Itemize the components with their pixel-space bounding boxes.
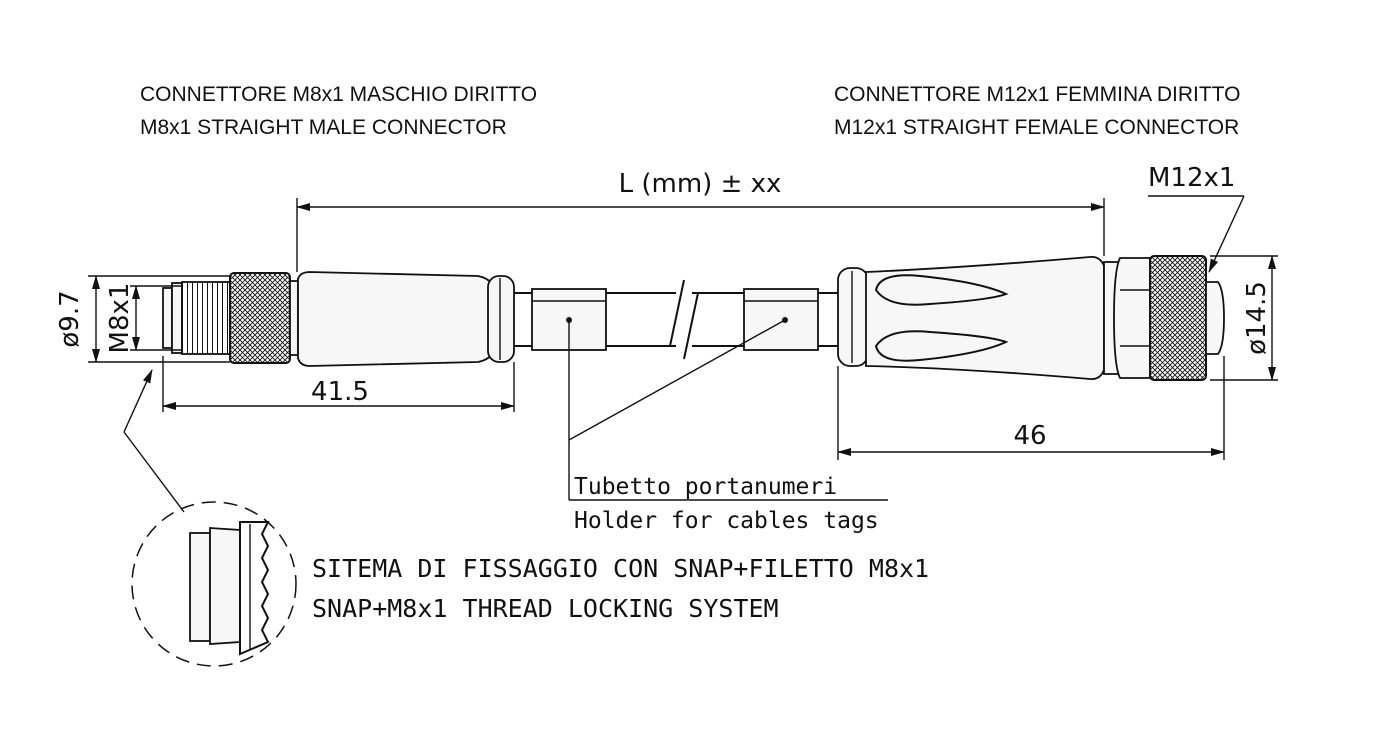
tag-holder-label-en: Holder for cables tags bbox=[574, 508, 879, 534]
m12-female-connector bbox=[837, 255, 1225, 381]
left-outer-diameter-label: ø9.7 bbox=[55, 290, 85, 347]
left-diameter-dimensions: ø9.7 M8x1 bbox=[55, 275, 230, 363]
right-connector-title-it: CONNETTORE M12x1 FEMMINA DIRITTO bbox=[834, 83, 1240, 106]
left-connector-title-en: M8x1 STRAIGHT MALE CONNECTOR bbox=[140, 116, 507, 139]
tag-holder-label-it: Tubetto portanumeri bbox=[574, 474, 837, 500]
detail-view: SITEMA DI FISSAGGIO CON SNAP+FILETTO M8x… bbox=[123, 369, 929, 667]
cable bbox=[514, 279, 838, 360]
right-thread-callout: M12x1 bbox=[1148, 163, 1245, 273]
left-connector-title-it: CONNETTORE M8x1 MASCHIO DIRITTO bbox=[140, 83, 537, 106]
tag-holder-callout: Tubetto portanumeri Holder for cables ta… bbox=[568, 319, 888, 534]
overall-length-label: L (mm) ± xx bbox=[619, 169, 782, 199]
detail-label-en: SNAP+M8x1 THREAD LOCKING SYSTEM bbox=[312, 594, 779, 623]
right-length-label: 46 bbox=[1013, 421, 1046, 451]
left-thread-label: M8x1 bbox=[105, 283, 135, 354]
right-diameter-dimension: ø14.5 bbox=[1210, 255, 1278, 381]
left-length-label: 41.5 bbox=[311, 377, 369, 407]
overall-length-dimension: L (mm) ± xx bbox=[296, 169, 1105, 272]
right-length-dimension: 46 bbox=[837, 356, 1225, 460]
right-outer-diameter-label: ø14.5 bbox=[1242, 281, 1272, 355]
right-thread-label: M12x1 bbox=[1148, 163, 1235, 193]
detail-label-it: SITEMA DI FISSAGGIO CON SNAP+FILETTO M8x… bbox=[312, 554, 929, 583]
left-length-dimension: 41.5 bbox=[162, 356, 515, 412]
m8-male-connector bbox=[162, 271, 515, 367]
right-connector-title-en: M12x1 STRAIGHT FEMALE CONNECTOR bbox=[834, 116, 1239, 139]
